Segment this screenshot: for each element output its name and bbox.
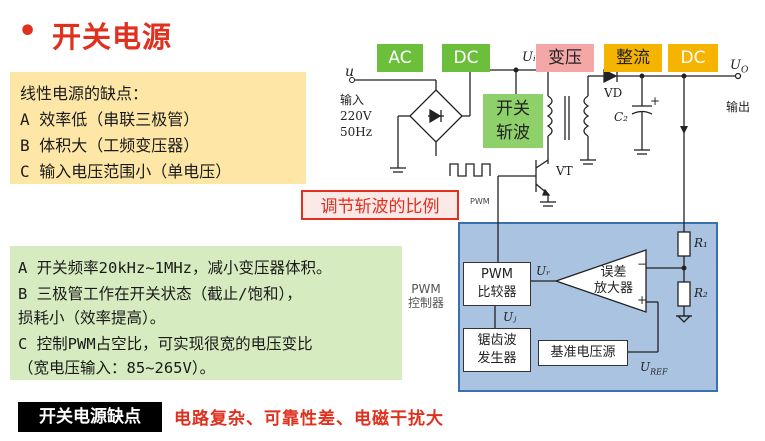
linear-drawbacks-box: 线性电源的缺点： A 效率低（串联三极管） B 体积大（工频变压器） C 输入电… (10, 72, 306, 184)
vd-label: VD (604, 86, 623, 100)
r1-label: R₁ (694, 236, 708, 250)
tag-ac: AC (377, 44, 423, 72)
tag-dc-2: DC (668, 44, 718, 72)
adv-item-a: A 开关频率20kHz~1MHz，减小变压器体积。 (18, 259, 332, 277)
input-label: 输入 220V 50Hz (340, 92, 372, 140)
uj-label: Uⱼ (503, 310, 517, 324)
pwm-comparator-box: PWM 比较器 (463, 262, 531, 306)
error-amp-label: 误差 放大器 (594, 265, 633, 297)
drawbacks-label: 开关电源缺点 (18, 402, 162, 432)
uref-main: U (640, 360, 651, 374)
vt-label: VT (556, 164, 573, 178)
uref-label: UREF (640, 360, 668, 376)
cap-plus-label: + (650, 94, 661, 108)
adv-item-c: C 控制PWM占空比，可实现很宽的电压变比 (18, 335, 313, 353)
uo-sub: O (740, 65, 749, 76)
drawbacks-text: 电路复杂、可靠性差、电磁干扰大 (174, 409, 444, 429)
error-amp-l1: 误差 (600, 265, 627, 280)
sawtooth-l1: 锯齿波 (477, 333, 517, 348)
pwm-comparator-l2: 比较器 (477, 285, 517, 300)
error-amp-l2: 放大器 (594, 281, 634, 296)
chopper-l2: 斩波 (496, 123, 530, 143)
linear-heading: 线性电源的缺点： (20, 84, 149, 103)
uref-sub: REF (650, 367, 668, 377)
pwm-small-label: PWM (470, 197, 490, 206)
linear-item-b: B 体积大（工频变压器） (20, 136, 200, 155)
linear-item-a: A 效率低（串联三极管） (20, 110, 200, 129)
chopper-l1: 开关 (496, 99, 530, 119)
title-bullet: • (18, 14, 38, 49)
ui-label: Uᵢ (522, 50, 536, 65)
chopping-ratio-callout: 调节斩波的比例 (301, 190, 459, 220)
adv-item-b2: 损耗小（效率提高）。 (18, 309, 166, 327)
switching-advantages-box: A 开关频率20kHz~1MHz，减小变压器体积。 B 三极管工作在开关状态（截… (10, 246, 402, 380)
pwm-ctrl-l1: PWM (411, 282, 441, 296)
linear-item-c: C 输入电压范围小（单电压） (20, 162, 232, 181)
chopper-label: 开关 斩波 (483, 94, 543, 148)
input-l3: 50Hz (340, 125, 373, 139)
r2-label: R₂ (694, 286, 708, 300)
tag-rectify: 整流 (604, 44, 662, 72)
ur-label: Uᵣ (536, 264, 551, 278)
uo-label: UO (730, 58, 748, 76)
reference-voltage-box: 基准电压源 (538, 340, 628, 366)
error-amp-minus: − (637, 257, 648, 271)
uo-main: U (730, 58, 741, 73)
pwm-ctrl-l2: 控制器 (408, 296, 445, 310)
error-amp-plus: + (637, 293, 648, 307)
tag-dc-1: DC (442, 44, 490, 72)
output-label: 输出 (726, 100, 751, 114)
page-title: 开关电源 (52, 20, 173, 54)
adv-item-c2: （宽电压输入：85~265V）。 (18, 359, 216, 377)
pwm-controller-label: PWM 控制器 (408, 282, 444, 310)
adv-item-b: B 三极管工作在开关状态（截止/饱和）， (18, 285, 302, 303)
tag-transform: 变压 (536, 44, 594, 72)
sawtooth-l2: 发生器 (477, 351, 517, 366)
u-label: u (345, 64, 355, 80)
sawtooth-generator-box: 锯齿波 发生器 (463, 328, 531, 372)
input-l2: 220V (340, 109, 372, 123)
input-l1: 输入 (340, 93, 365, 107)
pwm-comparator-l1: PWM (481, 267, 513, 282)
c2-label: C₂ (614, 110, 628, 124)
